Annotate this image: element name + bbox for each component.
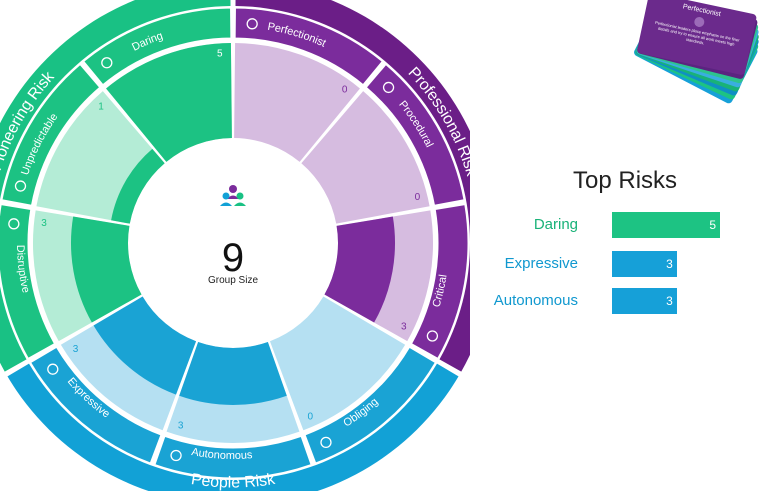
group-ring-people-risk	[7, 363, 459, 491]
trait-value-procedural: 0	[415, 192, 421, 203]
trait-track-obliging	[269, 296, 406, 431]
trait-track-procedural	[301, 91, 430, 224]
center-group: 9 Group Size	[208, 185, 258, 286]
trait-bar-unpredictable	[111, 148, 165, 224]
top-risk-row-expressive: Expressive 3	[500, 251, 760, 277]
top-risk-bar: 3	[612, 288, 677, 314]
trait-track-perfectionist	[234, 43, 360, 162]
trait-ring-perfectionist	[234, 7, 383, 86]
trait-bar-daring	[106, 43, 232, 162]
trait-value-expressive: 3	[73, 344, 79, 355]
presenter-icon	[47, 363, 59, 375]
trait-ring-autonomous	[154, 435, 312, 479]
group-label: People Risk	[190, 471, 277, 491]
top-risk-value: 3	[666, 257, 673, 271]
shuffle-icon	[14, 180, 27, 192]
people-shapes-icon	[320, 436, 332, 449]
trait-value-autonomous: 3	[178, 421, 184, 432]
trait-bar-critical	[324, 216, 395, 323]
wheel-segments	[0, 0, 470, 491]
certificate-icon	[693, 16, 706, 28]
top-risk-bar: 5	[612, 212, 720, 238]
trait-ring-unpredictable	[1, 63, 101, 206]
people-group-icon	[220, 185, 246, 206]
top-risk-row-daring: Daring 5	[500, 212, 760, 238]
trait-value-daring: 5	[217, 48, 223, 59]
trait-ring-critical	[410, 204, 469, 360]
top-risk-bar: 3	[612, 251, 677, 277]
trait-value-obliging: 0	[307, 412, 313, 423]
upload-arrows-icon	[382, 81, 395, 94]
trait-ring-disruptive	[0, 204, 56, 360]
value-labels: 0 0 3 0 3 3 3 1 5	[41, 48, 420, 431]
exclamation-icon	[426, 330, 439, 342]
top-risk-value: 5	[709, 218, 716, 232]
top-risk-row-autonomous: Autonomous 3	[494, 288, 760, 314]
center-disc	[130, 140, 336, 346]
risk-wheel-chart: Professional RiskPeople RiskPioneering R…	[0, 0, 470, 491]
trait-ring-obliging	[304, 346, 436, 464]
certificate-icon	[246, 18, 258, 30]
trait-bar-disruptive	[70, 216, 142, 323]
warning-icon	[101, 57, 113, 69]
top-risk-label: Autonomous	[493, 292, 578, 309]
trait-label: Autonomous	[190, 446, 253, 462]
trait-ring-procedural	[365, 63, 465, 206]
trait-value-perfectionist: 0	[342, 84, 348, 95]
dispersing-icon	[8, 218, 20, 230]
trait-value-critical: 3	[401, 321, 407, 332]
trait-bar-autonomous	[179, 342, 287, 405]
trait-value-disruptive: 3	[41, 218, 47, 229]
trait-bar-expressive	[93, 296, 197, 395]
top-risks-title: Top Risks	[573, 167, 678, 194]
trait-ring-daring	[83, 7, 232, 86]
trait-value-unpredictable: 1	[98, 101, 104, 112]
dots-grid-icon	[170, 449, 182, 462]
risk-card-deck[interactable]: Perfectionist Perfectionist leaders plac…	[630, 0, 780, 110]
trait-ring-expressive	[30, 346, 162, 464]
group-size-label: Group Size	[208, 275, 258, 286]
top-risk-label: Daring	[533, 216, 578, 233]
top-risk-value: 3	[666, 294, 673, 308]
top-risk-label: Expressive	[504, 255, 578, 272]
group-size-value: 9	[222, 236, 244, 280]
